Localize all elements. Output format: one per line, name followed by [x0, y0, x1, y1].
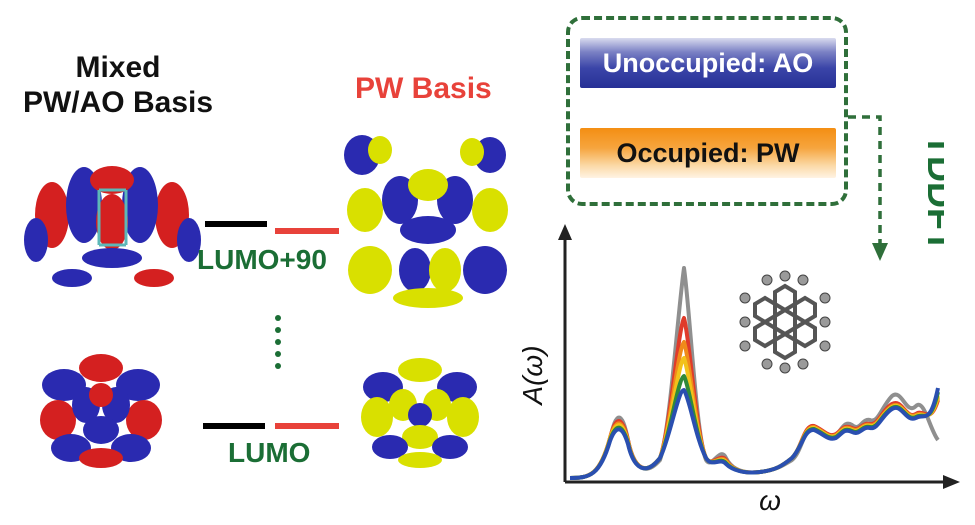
mixed-lumo90-level — [205, 221, 267, 227]
spectrum-curve-gray — [569, 266, 940, 480]
tddft-label: TDDFT — [920, 134, 944, 252]
mixed-lumo90-orbital-image — [24, 166, 201, 287]
spectrum-plot: A(ω) ω — [520, 224, 960, 516]
dots-ellipsis — [275, 315, 281, 369]
spectrum-curve-blue — [569, 387, 940, 480]
unoccupied-ao-band: Unoccupied: AO — [580, 38, 836, 88]
spectrum-curve-red — [569, 316, 940, 480]
pw-lumo-level — [275, 423, 339, 429]
mixed-lumo-orbital-image — [40, 354, 162, 468]
x-axis-label: ω — [759, 485, 781, 516]
molecule-structure-image — [739, 270, 831, 374]
tddft-text: TDDFT — [920, 134, 944, 252]
tddft-arrow — [848, 115, 888, 261]
x-axis-arrow-icon — [943, 475, 960, 489]
y-axis-arrow-icon — [558, 224, 572, 240]
lumo90-label: LUMO+90 — [197, 244, 327, 275]
pw-basis-title: PW Basis — [355, 72, 492, 105]
y-axis-label: A(ω) — [520, 345, 548, 406]
lumo-label: LUMO — [228, 437, 311, 468]
mixed-title-line2: PW/AO Basis — [22, 86, 214, 119]
mixed-lumo-level — [203, 423, 265, 429]
pw-lumo90-orbital-image — [344, 135, 508, 308]
occupied-pw-band: Occupied: PW — [580, 128, 836, 178]
pw-lumo90-level — [275, 228, 339, 234]
pw-lumo-orbital-image — [361, 358, 479, 468]
mixed-basis-title: Mixed PW/AO Basis — [18, 50, 218, 120]
mixed-title-line1: Mixed — [75, 51, 161, 84]
basis-dashed-box — [566, 16, 848, 206]
